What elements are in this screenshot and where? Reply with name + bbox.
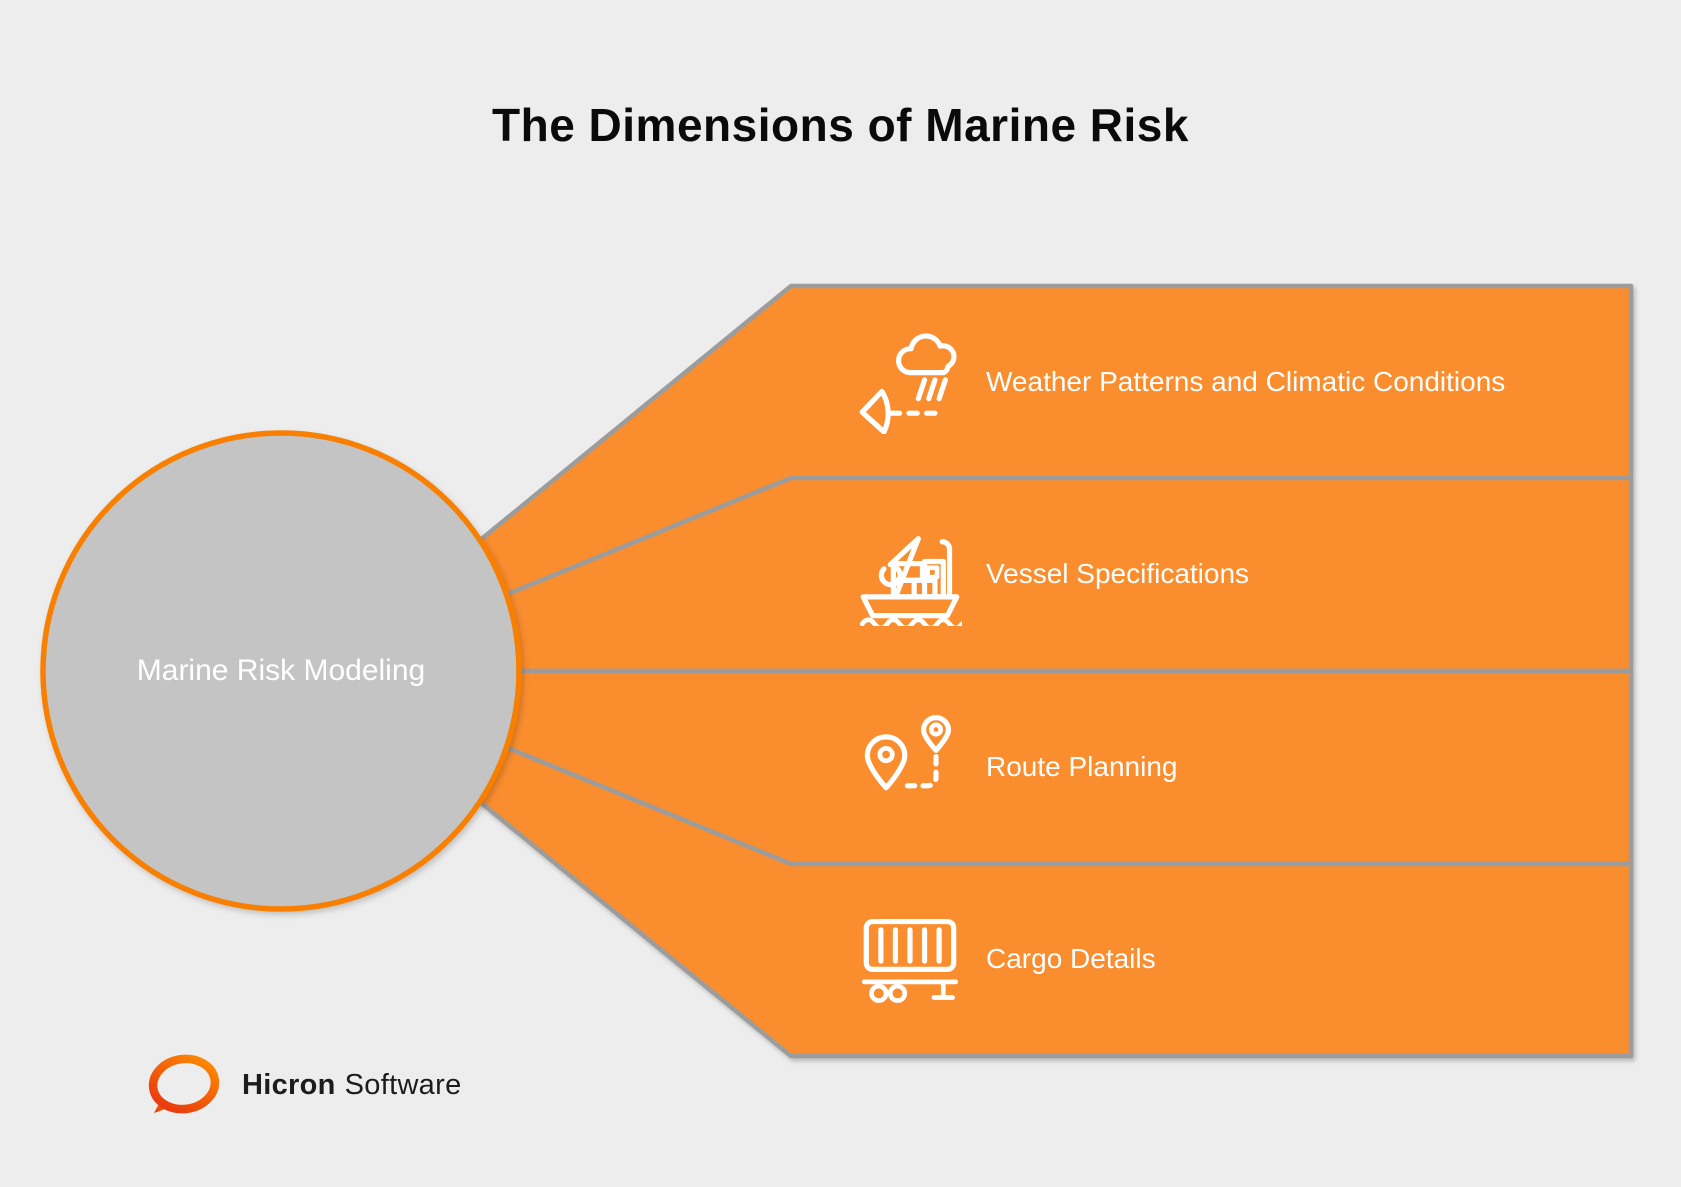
bands-group <box>317 283 1634 1059</box>
container-trailer-icon <box>861 918 959 1003</box>
wind-rain-icon <box>859 333 957 434</box>
band-row-vessel: Vessel Specifications <box>858 519 1249 629</box>
hub-circle <box>40 430 522 912</box>
page-title: The Dimensions of Marine Risk <box>492 99 1189 151</box>
route-pins-icon <box>864 715 952 791</box>
hub-label: Marine Risk Modeling <box>136 654 426 687</box>
band-label-cargo: Cargo Details <box>986 943 1156 974</box>
logo-brand-regular: Software <box>344 1068 462 1101</box>
band-label-route: Route Planning <box>986 751 1178 782</box>
band-row-cargo: Cargo Details <box>858 904 1156 1014</box>
band-row-weather: Weather Patterns and Climatic Conditions <box>858 327 1505 437</box>
band-row-route: Route Planning <box>858 712 1177 822</box>
hicron-logo-icon <box>148 1054 220 1114</box>
band-label-vessel: Vessel Specifications <box>986 558 1250 589</box>
band-label-weather: Weather Patterns and Climatic Conditions <box>986 366 1506 397</box>
band-cargo <box>317 668 1634 1059</box>
cargo-ship-crane-icon <box>859 536 962 626</box>
logo-brand-bold: Hicron <box>242 1068 336 1101</box>
